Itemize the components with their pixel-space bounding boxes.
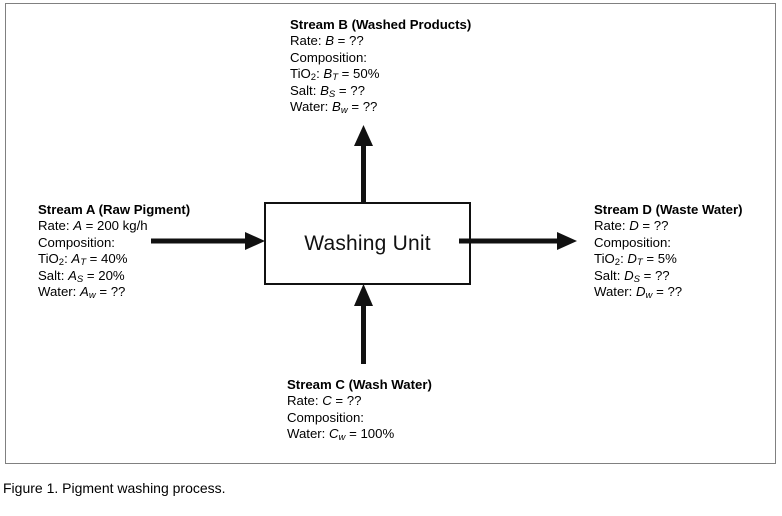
stream-d-rate: Rate: D = ?? [594, 218, 669, 234]
stream-a-salt: Salt: AS = 20% [38, 267, 125, 285]
stream-c-water: Water: Cw = 100% [287, 426, 395, 444]
stream-b-composition-label: Composition: [290, 49, 367, 65]
stream-a-title: Stream A (Raw Pigment) [38, 202, 191, 217]
stream-b-text-block: Stream B (Washed Products) Rate: B = ?? … [290, 17, 471, 115]
stream-c-title: Stream C (Wash Water) [287, 377, 432, 392]
stream-a-arrow-right-icon [151, 228, 267, 254]
stream-c-rate: Rate: C = ?? [287, 393, 362, 409]
stream-d-salt: Salt: DS = ?? [594, 267, 670, 285]
stream-d-tio2: TiO2: DT = 5% [594, 251, 677, 269]
stream-d-text-block: Stream D (Waste Water) Rate: D = ?? Comp… [594, 202, 743, 300]
stream-b-arrow-up-icon [350, 124, 378, 204]
stream-b-title: Stream B (Washed Products) [290, 17, 472, 32]
stream-c-composition-label: Composition: [287, 409, 364, 425]
stream-d-title: Stream D (Waste Water) [594, 202, 743, 217]
stream-d-arrow-right-icon [459, 228, 579, 254]
stream-a-composition-label: Composition: [38, 234, 115, 250]
stream-a-tio2: TiO2: AT = 40% [38, 251, 128, 269]
stream-b-water: Water: Bw = ?? [290, 99, 378, 117]
stream-b-tio2: TiO2: BT = 50% [290, 66, 380, 84]
stream-b-salt: Salt: BS = ?? [290, 82, 365, 100]
washing-unit-label: Washing Unit [304, 231, 431, 255]
stream-c-text-block: Stream C (Wash Water) Rate: C = ?? Compo… [287, 377, 432, 443]
stream-a-text-block: Stream A (Raw Pigment) Rate: A = 200 kg/… [38, 202, 190, 300]
stream-d-composition-label: Composition: [594, 234, 671, 250]
stream-c-arrow-up-icon [350, 282, 378, 364]
figure-frame: Washing Unit Stream A (Raw Pigment) Rate… [5, 3, 776, 464]
stream-a-rate: Rate: A = 200 kg/h [38, 218, 148, 234]
stream-a-water: Water: Aw = ?? [38, 284, 126, 302]
figure-caption: Figure 1. Pigment washing process. [3, 480, 226, 496]
stream-b-rate: Rate: B = ?? [290, 33, 364, 49]
stream-d-water: Water: Dw = ?? [594, 284, 683, 302]
washing-unit-box: Washing Unit [264, 202, 471, 285]
